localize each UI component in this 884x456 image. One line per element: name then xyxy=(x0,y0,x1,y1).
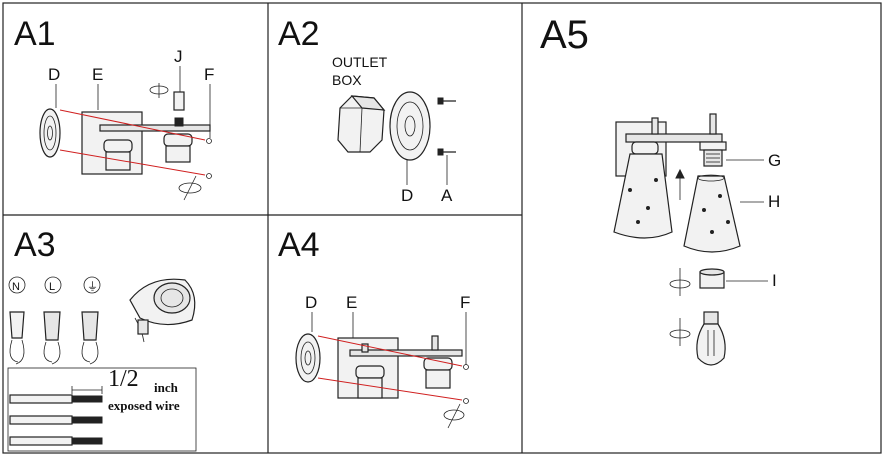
label-a: A xyxy=(441,186,453,205)
light-bulb-icon xyxy=(696,311,726,366)
ring-nut-icon xyxy=(699,268,725,289)
wire-connector-icon xyxy=(9,311,99,365)
label-e: E xyxy=(92,65,103,84)
crossbar-plate-icon xyxy=(39,108,61,158)
panel-a1: A1 D E J F xyxy=(14,15,214,201)
label-h: H xyxy=(768,192,780,211)
guide-line xyxy=(317,335,463,367)
rotate-arrow-icon xyxy=(669,268,691,346)
label-f: F xyxy=(204,65,214,84)
wire-symbol-live: L xyxy=(44,276,62,294)
panel-a3-title: A3 xyxy=(14,226,56,264)
label-d: D xyxy=(305,293,317,312)
strip-fraction: 1/2 xyxy=(108,366,139,392)
label-j: J xyxy=(174,47,183,66)
panel-a5-title: A5 xyxy=(540,13,589,57)
panel-a2: A2 OUTLET BOX D A xyxy=(278,15,456,205)
backplate-icon xyxy=(337,335,463,399)
glass-shade-icon xyxy=(613,153,741,253)
crossbar-plate-icon xyxy=(295,333,321,383)
wire-symbol-neutral: N xyxy=(8,276,26,294)
backplate-icon xyxy=(81,91,211,175)
label-d: D xyxy=(48,65,60,84)
label-f: F xyxy=(460,293,470,312)
electrical-tape-icon xyxy=(129,278,196,343)
panel-a1-title: A1 xyxy=(14,15,56,53)
svg-text:L: L xyxy=(49,281,55,293)
wire-strip-box xyxy=(7,367,197,452)
mounting-plate-icon xyxy=(389,91,431,161)
label-i: I xyxy=(772,271,777,290)
label-d: D xyxy=(401,186,413,205)
panel-a4-title: A4 xyxy=(278,226,320,264)
strip-unit: inch xyxy=(154,380,179,395)
outlet-label-line1: OUTLET xyxy=(332,54,388,70)
rotate-arrow-icon xyxy=(149,83,202,201)
panel-a4: A4 D E F xyxy=(278,226,470,429)
svg-text:N: N xyxy=(12,281,20,293)
rotate-arrow-icon xyxy=(443,403,465,429)
wire-symbol-ground: ⏚ xyxy=(83,276,101,294)
stripped-wire-icon xyxy=(9,394,103,446)
label-e: E xyxy=(346,293,357,312)
label-g: G xyxy=(768,151,781,170)
strip-caption: exposed wire xyxy=(108,398,180,413)
panel-a2-title: A2 xyxy=(278,15,320,53)
guide-line xyxy=(59,109,206,141)
screw-icon xyxy=(437,97,456,156)
svg-text:⏚: ⏚ xyxy=(87,280,98,293)
outlet-label-line2: BOX xyxy=(332,72,362,88)
arrow-head xyxy=(675,168,685,179)
panel-a3: A3 N L ⏚ 1/2 inch xyxy=(7,226,197,452)
outlet-box-icon xyxy=(337,95,386,153)
guide-line xyxy=(317,377,463,401)
panel-a5: A5 G H I xyxy=(540,13,781,366)
guide-line xyxy=(59,149,206,176)
